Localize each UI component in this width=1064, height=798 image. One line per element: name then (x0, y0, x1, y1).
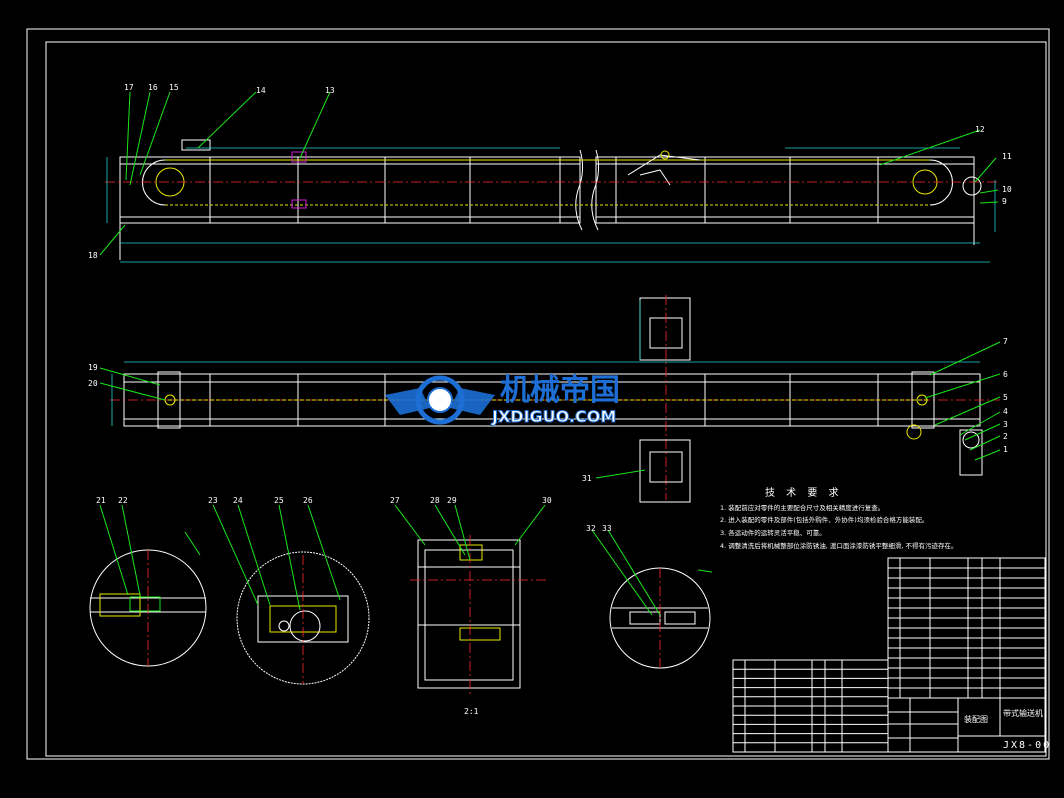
part-29: 29 (447, 496, 457, 505)
watermark-en: JXDIGUO.COM (491, 407, 616, 426)
part-14: 14 (256, 86, 266, 95)
part-32: 32 (586, 524, 596, 533)
part-16: 16 (148, 83, 158, 92)
part-21: 21 (96, 496, 106, 505)
technical-requirements: 技 术 要 求 1. 装配前应对零件的主要配合尺寸及相关精度进行复查。 2. 进… (720, 486, 958, 550)
part-5: 5 (1003, 393, 1008, 402)
part-27: 27 (390, 496, 400, 505)
part-23: 23 (208, 496, 218, 505)
part-19: 19 (88, 363, 98, 372)
part-30: 30 (542, 496, 552, 505)
watermark-logo: 机械帝国 JXDIGUO.COM (385, 373, 620, 427)
outer-border (26, 28, 1050, 760)
part-25: 25 (274, 496, 284, 505)
part-4: 4 (1003, 407, 1008, 416)
part-33: 33 (602, 524, 612, 533)
drawing-code: JX8-00 (1003, 740, 1051, 751)
part-28: 28 (430, 496, 440, 505)
front-elevation-view (99, 91, 1000, 263)
detail-view-3 (394, 504, 548, 695)
detail-view-4 (591, 529, 713, 669)
tech-req-item-1: 1. 装配前应对零件的主要配合尺寸及相关精度进行复查。 (720, 503, 884, 512)
part-15: 15 (169, 83, 179, 92)
part-12: 12 (975, 125, 985, 134)
part-17: 17 (124, 83, 134, 92)
part-22: 22 (118, 496, 128, 505)
tech-req-title: 技 术 要 求 (765, 486, 843, 499)
plan-view (99, 295, 1001, 503)
detail-view-2 (212, 504, 370, 685)
part-9: 9 (1002, 197, 1007, 206)
part-1: 1 (1003, 445, 1008, 454)
title-block: 装配图 带式输送机 JX8-00 (887, 697, 1051, 753)
detail-view-1 (89, 504, 207, 667)
part-numbers-mid: 19 20 7 6 5 4 3 2 1 31 (88, 337, 1008, 483)
part-20: 20 (88, 379, 98, 388)
part-24: 24 (233, 496, 243, 505)
part-10: 10 (1002, 185, 1012, 194)
tech-req-item-3: 3. 各运动件的运转灵活平稳、可靠。 (720, 528, 826, 537)
tech-req-item-2: 2. 进入装配的零件及部件(包括外购件、外协件)均须检验合格方能装配。 (720, 515, 928, 524)
drawing-name: 装配图 (964, 714, 988, 724)
product-name: 带式输送机 (1003, 708, 1043, 718)
part-13: 13 (325, 86, 335, 95)
tech-req-item-4: 4. 调整清洗后将机械整部位涂防锈油, 渡口面涂漆防锈平整细滑, 不得有污迹存在… (720, 541, 958, 550)
part-3: 3 (1003, 420, 1008, 429)
part-numbers-top: 17 16 15 14 13 12 11 10 9 18 (88, 83, 1012, 260)
part-2: 2 (1003, 432, 1008, 441)
part-18: 18 (88, 251, 98, 260)
part-26: 26 (303, 496, 313, 505)
part-31: 31 (582, 474, 592, 483)
part-6: 6 (1003, 370, 1008, 379)
parts-list-lower (732, 659, 889, 753)
inner-border (45, 41, 1047, 757)
watermark-cn: 机械帝国 (500, 373, 620, 408)
scale-note: 2:1 (464, 707, 479, 716)
part-7: 7 (1003, 337, 1008, 346)
part-numbers-bottom: 21 22 23 24 25 26 27 28 29 30 32 33 2:1 (96, 496, 612, 716)
part-11: 11 (1002, 152, 1012, 161)
parts-list-upper (887, 557, 1046, 699)
